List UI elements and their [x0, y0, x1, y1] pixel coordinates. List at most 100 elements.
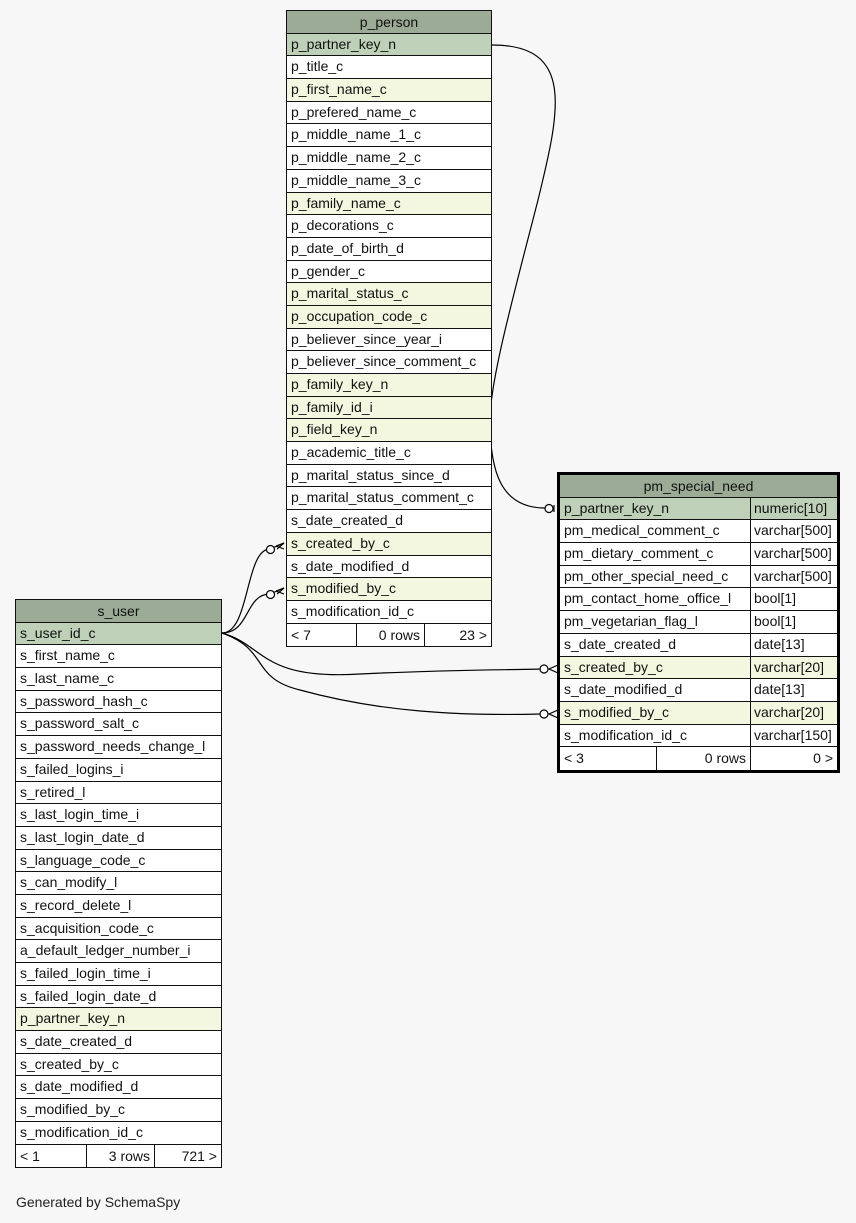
column-a-default-ledger-number-i[interactable]: a_default_ledger_number_i	[16, 940, 221, 963]
column-name: pm_medical_comment_c	[564, 522, 720, 539]
column-s-modification-id-c[interactable]: s_modification_id_c	[16, 1122, 221, 1145]
column-p-family-id-i[interactable]: p_family_id_i	[287, 396, 491, 420]
column-name: p_date_of_birth_d	[291, 239, 404, 256]
table-title[interactable]: s_user	[16, 600, 221, 623]
column-name: s_user_id_c	[20, 624, 96, 641]
column-p-middle-name-3-c[interactable]: p_middle_name_3_c	[287, 170, 491, 193]
column-pm-medical-comment-c[interactable]: pm_medical_comment_c varchar[500]	[560, 520, 837, 544]
column-name: p_title_c	[291, 58, 344, 75]
column-s-created-by-c[interactable]: s_created_by_c	[287, 532, 491, 556]
column-name: p_middle_name_3_c	[291, 171, 421, 188]
column-s-can-modify-l[interactable]: s_can_modify_l	[16, 872, 221, 895]
optional-marker	[539, 709, 549, 719]
column-type: bool[1]	[750, 588, 837, 611]
column-p-marital-status-c[interactable]: p_marital_status_c	[287, 283, 491, 306]
optional-marker	[265, 589, 276, 600]
column-s-record-delete-l[interactable]: s_record_delete_l	[16, 895, 221, 918]
column-s-password-needs-change-l[interactable]: s_password_needs_change_l	[16, 736, 221, 759]
column-name: p_believer_since_comment_c	[291, 353, 477, 370]
column-p-middle-name-2-c[interactable]: p_middle_name_2_c	[287, 147, 491, 170]
crowfoot-person-created	[275, 542, 285, 550]
column-p-marital-status-since-d[interactable]: p_marital_status_since_d	[287, 465, 491, 488]
column-s-date-modified-d[interactable]: s_date_modified_d	[287, 556, 491, 579]
column-p-academic-title-c[interactable]: p_academic_title_c	[287, 442, 491, 465]
column-s-date-modified-d[interactable]: s_date_modified_d	[16, 1076, 221, 1100]
column-s-language-code-c[interactable]: s_language_code_c	[16, 850, 221, 873]
column-name: p_partner_key_n	[291, 35, 397, 52]
column-p-gender-c[interactable]: p_gender_c	[287, 261, 491, 284]
column-s-retired-l[interactable]: s_retired_l	[16, 782, 221, 805]
column-s-failed-login-date-d[interactable]: s_failed_login_date_d	[16, 986, 221, 1009]
column-p-decorations-c[interactable]: p_decorations_c	[287, 215, 491, 238]
table-title[interactable]: pm_special_need	[560, 475, 837, 498]
column-s-password-salt-c[interactable]: s_password_salt_c	[16, 713, 221, 737]
column-name: s_created_by_c	[564, 658, 663, 675]
child-count: 721 >	[154, 1144, 221, 1168]
table-title[interactable]: p_person	[287, 11, 491, 34]
column-name: s_modification_id_c	[20, 1123, 143, 1140]
column-s-created-by-c[interactable]: s_created_by_c	[16, 1054, 221, 1077]
column-p-partner-key-n[interactable]: p_partner_key_n	[16, 1008, 221, 1032]
column-name: p_occupation_code_c	[291, 307, 428, 324]
column-p-field-key-n[interactable]: p_field_key_n	[287, 419, 491, 443]
column-s-acquisition-code-c[interactable]: s_acquisition_code_c	[16, 918, 221, 941]
column-s-password-hash-c[interactable]: s_password_hash_c	[16, 691, 221, 714]
column-s-last-name-c[interactable]: s_last_name_c	[16, 668, 221, 691]
column-s-modification-id-c[interactable]: s_modification_id_c	[287, 601, 491, 624]
column-p-occupation-code-c[interactable]: p_occupation_code_c	[287, 305, 491, 329]
column-s-user-id-c[interactable]: s_user_id_c	[16, 622, 221, 646]
column-type: varchar[500]	[750, 520, 837, 543]
column-name: p_middle_name_2_c	[291, 149, 421, 166]
column-name: p_partner_key_n	[564, 499, 670, 516]
column-name: pm_vegetarian_flag_l	[564, 613, 698, 630]
column-p-middle-name-1-c[interactable]: p_middle_name_1_c	[287, 124, 491, 148]
column-p-family-key-n[interactable]: p_family_key_n	[287, 374, 491, 397]
column-s-last-login-date-d[interactable]: s_last_login_date_d	[16, 827, 221, 850]
parent-count: < 3	[564, 750, 584, 767]
column-pm-vegetarian-flag-l[interactable]: pm_vegetarian_flag_l bool[1]	[560, 611, 837, 634]
column-s-date-created-d[interactable]: s_date_created_d	[287, 510, 491, 533]
column-p-family-name-c[interactable]: p_family_name_c	[287, 192, 491, 216]
column-s-modified-by-c[interactable]: s_modified_by_c	[16, 1099, 221, 1122]
column-name: p_prefered_name_c	[291, 103, 417, 120]
column-p-date-of-birth-d[interactable]: p_date_of_birth_d	[287, 238, 491, 261]
column-s-failed-login-time-i[interactable]: s_failed_login_time_i	[16, 963, 221, 986]
edge-person-special-need	[489, 44, 556, 509]
column-s-modified-by-c[interactable]: s_modified_by_c	[287, 578, 491, 601]
column-p-title-c[interactable]: p_title_c	[287, 56, 491, 80]
column-type: varchar[500]	[750, 565, 837, 588]
column-s-date-created-d[interactable]: s_date_created_d	[16, 1031, 221, 1054]
column-name: s_record_delete_l	[20, 896, 132, 913]
column-name: s_modification_id_c	[291, 602, 414, 619]
column-p-prefered-name-c[interactable]: p_prefered_name_c	[287, 102, 491, 125]
column-p-marital-status-comment-c[interactable]: p_marital_status_comment_c	[287, 487, 491, 511]
column-type: varchar[150]	[750, 724, 837, 747]
column-p-partner-key-n[interactable]: p_partner_key_n	[287, 33, 491, 57]
column-p-believer-since-year-i[interactable]: p_believer_since_year_i	[287, 329, 491, 352]
column-p-first-name-c[interactable]: p_first_name_c	[287, 79, 491, 102]
generated-by-credit: Generated by SchemaSpy	[16, 1194, 181, 1210]
column-name: p_middle_name_1_c	[291, 126, 421, 143]
column-s-failed-logins-i[interactable]: s_failed_logins_i	[16, 759, 221, 782]
column-s-last-login-time-i[interactable]: s_last_login_time_i	[16, 804, 221, 827]
column-name: s_modified_by_c	[564, 703, 670, 720]
column-name: s_date_modified_d	[20, 1078, 139, 1095]
column-type: bool[1]	[750, 611, 837, 633]
column-name: s_password_hash_c	[20, 692, 148, 709]
column-s-first-name-c[interactable]: s_first_name_c	[16, 645, 221, 669]
column-p-believer-since-comment-c[interactable]: p_believer_since_comment_c	[287, 351, 491, 374]
